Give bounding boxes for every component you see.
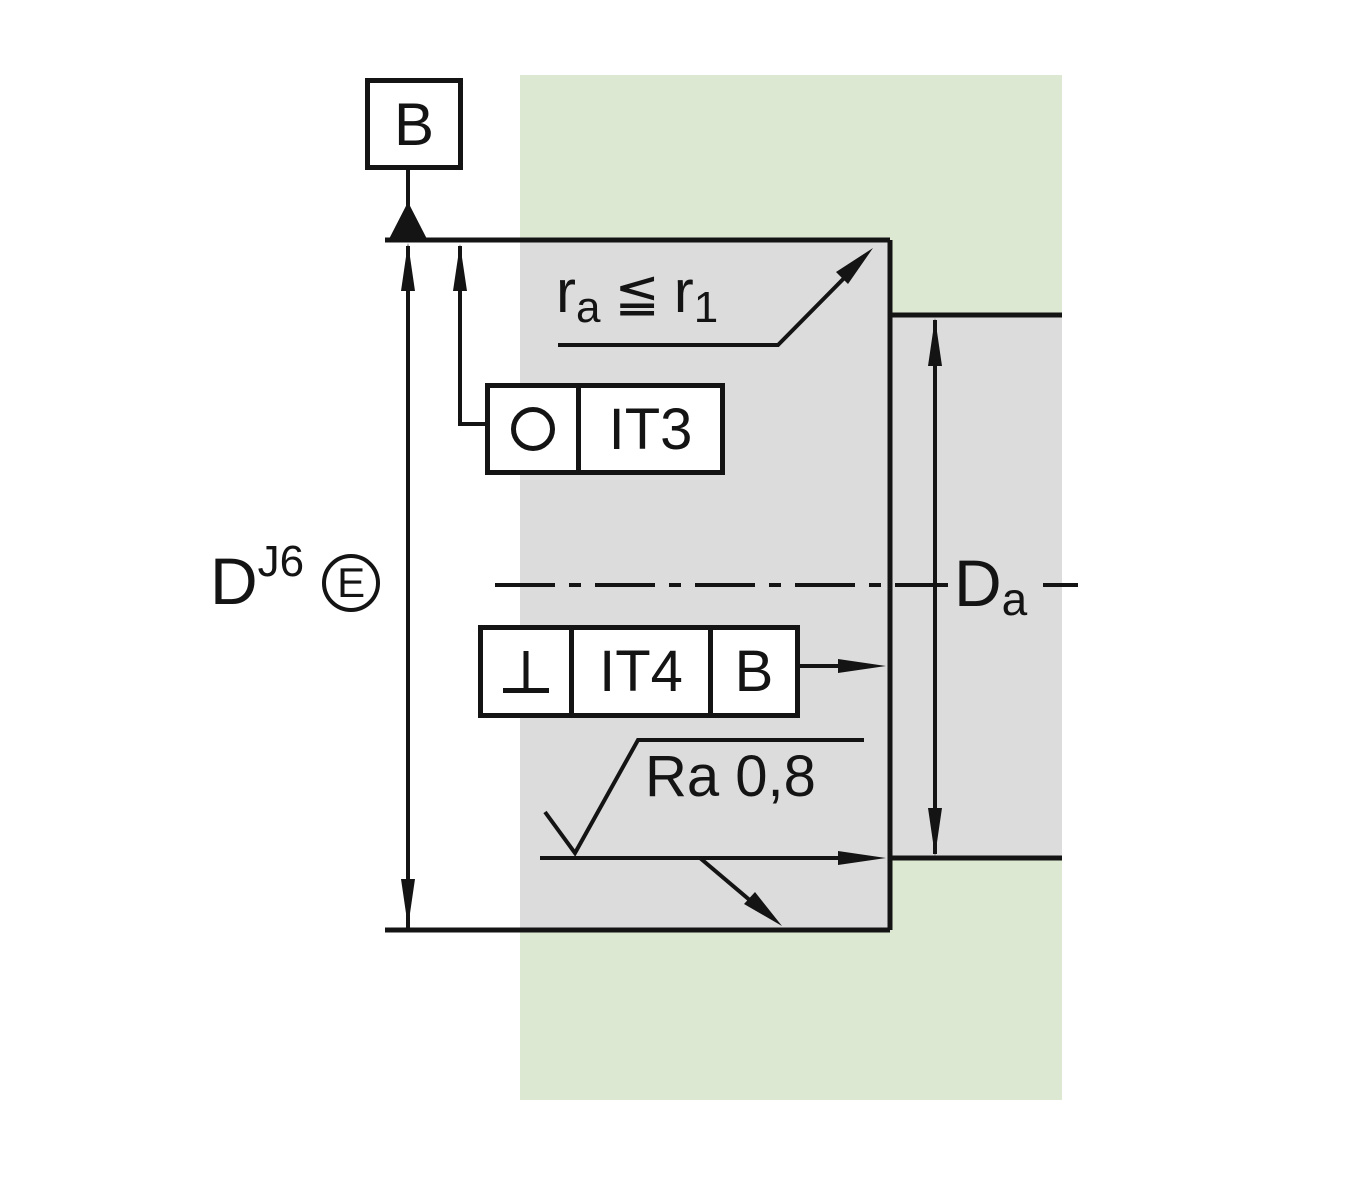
datum-triangle-icon xyxy=(388,202,428,241)
envelope-letter: E xyxy=(337,559,366,606)
datum-letter: B xyxy=(393,90,435,158)
bore-dimension-label: D J6 E xyxy=(210,540,381,618)
edge-note-r: r xyxy=(556,258,576,325)
envelope-requirement-icon: E xyxy=(322,554,381,612)
perpendicularity-tolerance-value: IT4 xyxy=(569,630,708,713)
bore-fit-class: J6 xyxy=(257,537,305,586)
surface-finish-leaders xyxy=(540,851,886,926)
roundness-tolerance-frame: IT3 xyxy=(485,383,725,475)
roundness-tolerance-value: IT3 xyxy=(576,388,720,470)
roundness-symbol-cell xyxy=(490,388,576,470)
arrow-downright-icon xyxy=(744,892,782,926)
surface-finish-value: Ra 0,8 xyxy=(645,744,816,809)
perpendicularity-leader xyxy=(790,659,886,673)
outer-dimension xyxy=(928,318,942,856)
edge-note-r1: r xyxy=(673,258,694,325)
surface-check-icon xyxy=(543,738,864,857)
roundness-leader xyxy=(453,244,485,426)
arrow-down-icon xyxy=(928,808,942,856)
arrow-down-icon xyxy=(401,879,415,927)
arrow-up-icon xyxy=(401,243,415,291)
edge-radius-leader xyxy=(558,248,873,347)
perpendicular-icon xyxy=(503,650,549,693)
edge-radius-note: r a ≦ r 1 xyxy=(556,258,718,330)
part-outline xyxy=(385,237,1062,933)
less-equal-icon: ≦ xyxy=(614,263,660,323)
arrow-right-icon xyxy=(838,851,886,865)
arrow-up-icon xyxy=(928,318,942,366)
perpendicularity-symbol-cell xyxy=(483,630,569,713)
bore-letter: D xyxy=(210,544,258,618)
edge-note-r1-sub: 1 xyxy=(693,283,719,332)
perpendicularity-tolerance-frame: IT4 B xyxy=(478,625,800,718)
arrow-upright-icon xyxy=(836,248,873,284)
edge-note-r-sub: a xyxy=(575,283,601,332)
outer-sub: a xyxy=(1001,573,1028,625)
perpendicularity-datum-ref: B xyxy=(708,630,795,713)
roundness-icon xyxy=(511,407,555,451)
outer-dimension-label: D a xyxy=(954,546,1027,622)
outer-letter: D xyxy=(954,546,1002,620)
arrow-up-icon xyxy=(453,244,467,291)
arrow-right-icon xyxy=(838,659,886,673)
datum-label-box: B xyxy=(365,78,463,170)
bore-dimension xyxy=(401,243,415,928)
